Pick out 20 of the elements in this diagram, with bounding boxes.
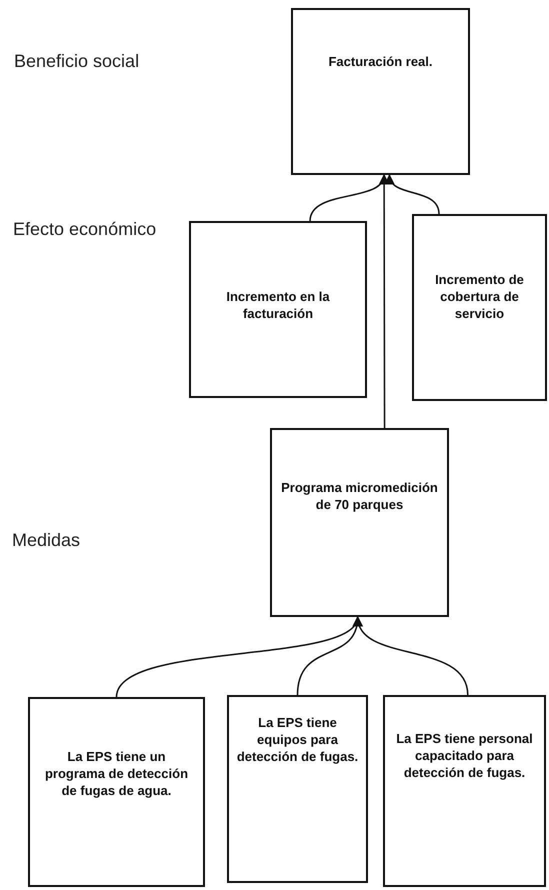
arrow bbox=[386, 174, 440, 214]
box-text: La EPS tiene personal capacitado para detección de fugas. bbox=[395, 731, 534, 782]
level-label: Medidas bbox=[12, 529, 82, 552]
process-box bbox=[28, 697, 205, 887]
box-text: Facturación real. bbox=[328, 54, 433, 71]
level-label: Efecto económico bbox=[13, 218, 158, 241]
arrow bbox=[354, 616, 468, 696]
box-text: Incremento de cobertura de servicio bbox=[434, 272, 525, 323]
arrow bbox=[378, 174, 390, 428]
process-box bbox=[189, 221, 367, 398]
box-text: Incremento en la facturación bbox=[225, 289, 331, 323]
process-box bbox=[227, 695, 368, 883]
box-text: La EPS tiene equipos para detección de fugas. bbox=[236, 715, 360, 766]
process-box bbox=[291, 8, 470, 175]
process-box bbox=[383, 695, 546, 887]
process-box bbox=[412, 214, 547, 401]
box-text: La EPS tiene un programa de detección de fugas de agua. bbox=[44, 749, 190, 800]
level-label: Beneficio social bbox=[14, 50, 140, 73]
process-box bbox=[270, 428, 449, 617]
box-text: Programa micromedición de 70 parques bbox=[280, 480, 439, 514]
